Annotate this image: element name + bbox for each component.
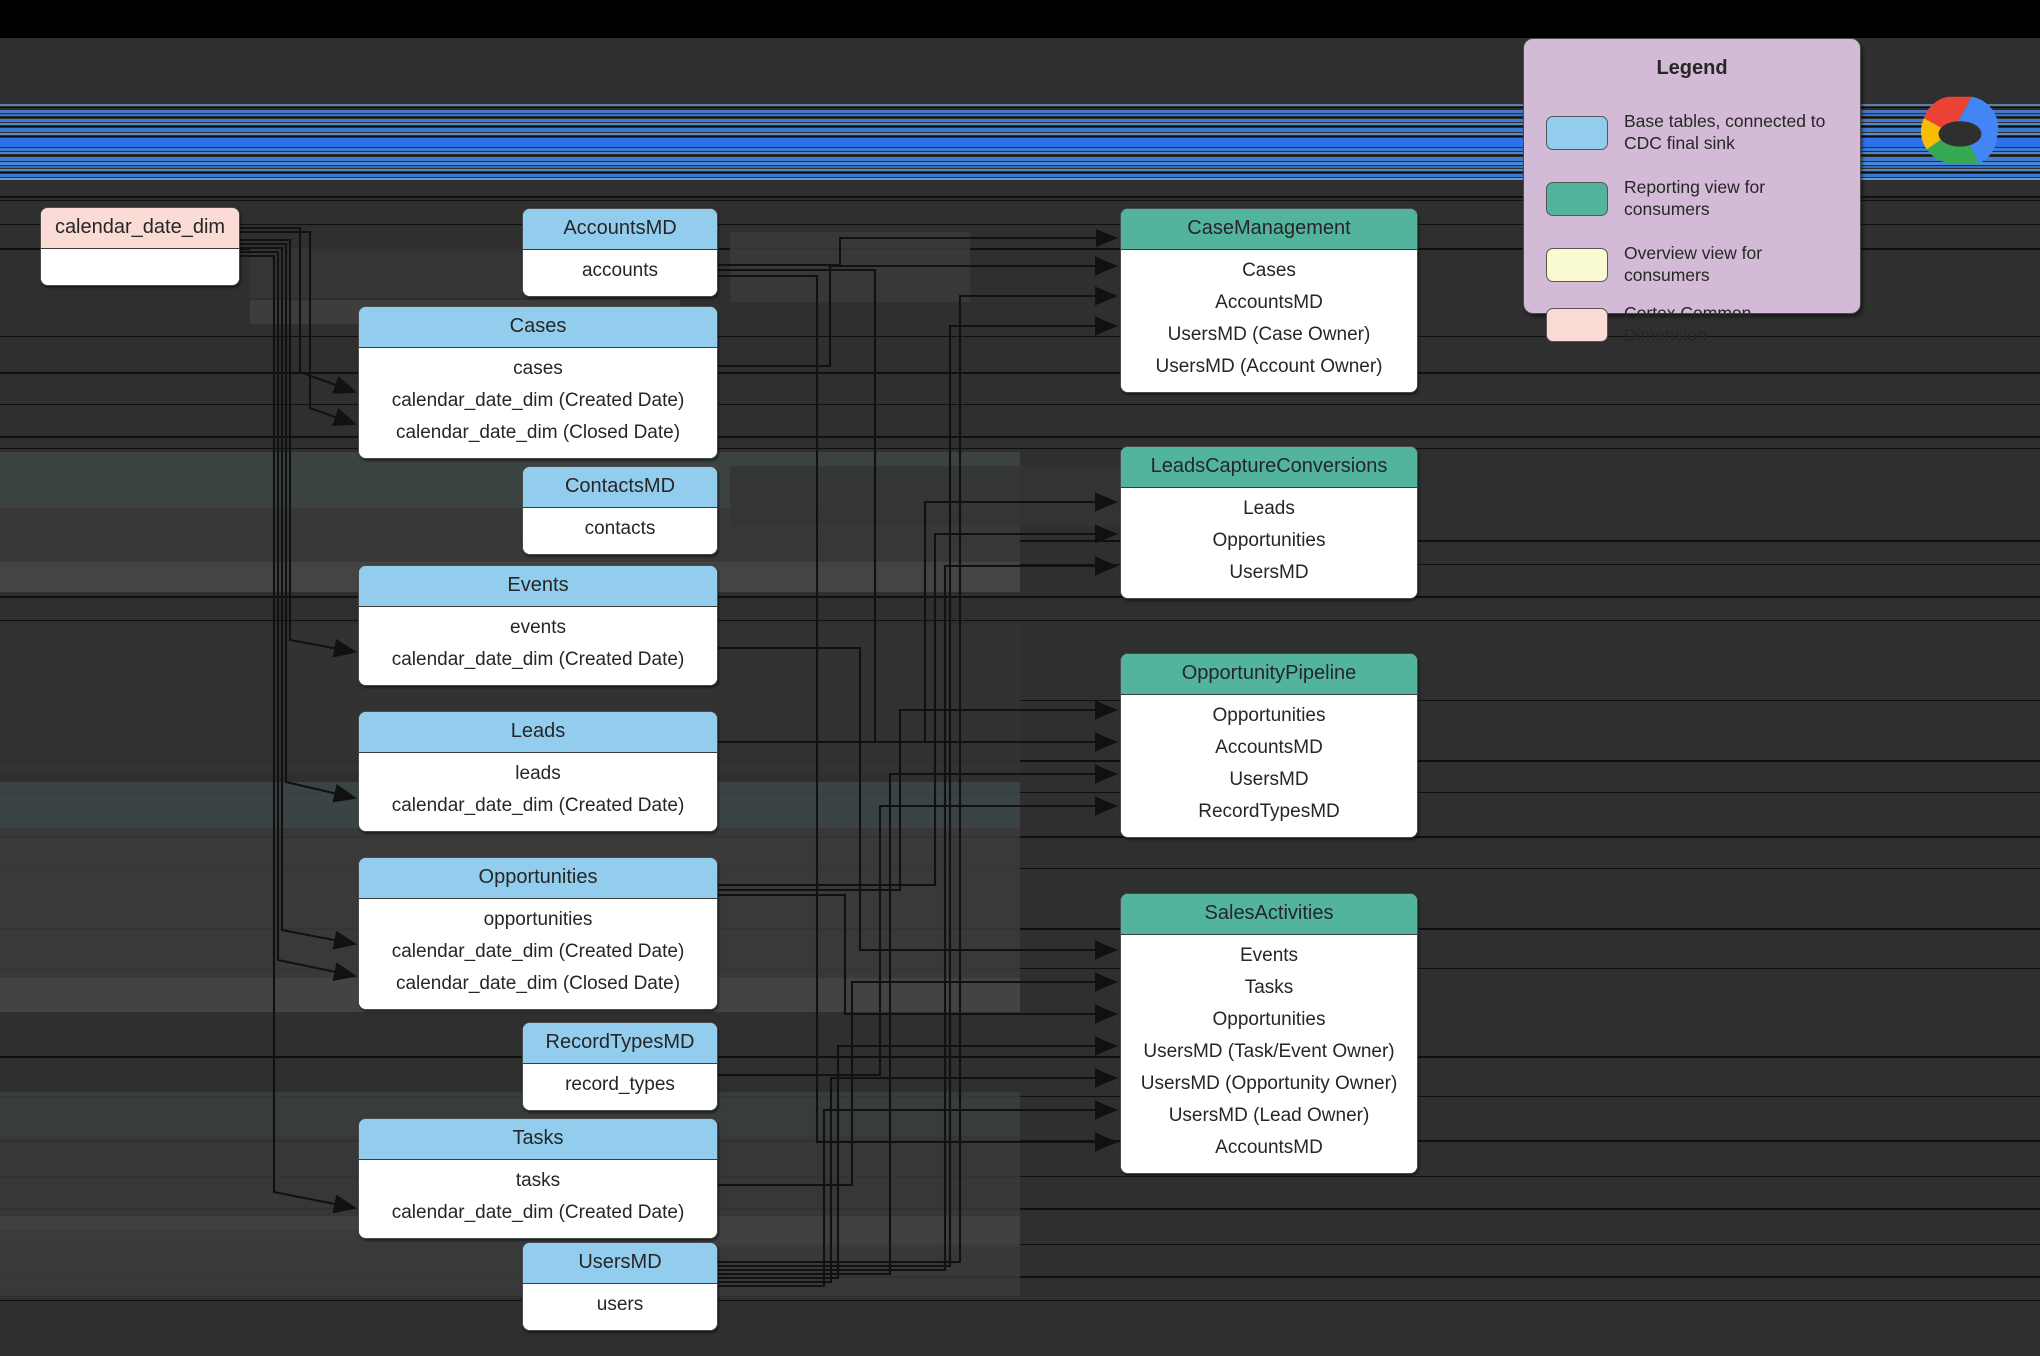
entity-node-calendar_date_dim[interactable]: calendar_date_dim [40, 207, 240, 286]
entity-row: events [510, 617, 566, 638]
entity-row: opportunities [483, 909, 593, 930]
entity-row: users [596, 1294, 644, 1315]
entity-row: AccountsMD [1215, 292, 1323, 313]
entity-row: calendar_date_dim (Closed Date) [395, 973, 681, 994]
entity-title: Opportunities [359, 858, 717, 899]
legend-label: Cortex Common Dimension [1624, 303, 1752, 345]
entity-row: calendar_date_dim (Closed Date) [395, 422, 681, 443]
entity-title: AccountsMD [523, 209, 717, 250]
entity-row: calendar_date_dim (Created Date) [391, 390, 685, 411]
entity-rows [41, 249, 239, 285]
legend-swatch [1546, 307, 1608, 342]
entity-row: UsersMD [1229, 562, 1309, 583]
legend-label: Base tables, connected to CDC final sink [1624, 111, 1826, 153]
legend-swatch [1546, 181, 1608, 216]
legend-swatch [1546, 247, 1608, 282]
legend-item: Cortex Common Dimension [1546, 303, 1846, 347]
entity-rows: opportunities calendar_date_dim (Created … [359, 899, 717, 1009]
entity-row: UsersMD (Case Owner) [1167, 324, 1371, 345]
entity-row: calendar_date_dim (Created Date) [391, 649, 685, 670]
entity-row: Events [1239, 945, 1299, 966]
entity-title: OpportunityPipeline [1121, 654, 1417, 695]
entity-title: Leads [359, 712, 717, 753]
legend-item: Base tables, connected to CDC final sink [1546, 111, 1846, 155]
entity-row: tasks [515, 1170, 561, 1191]
entity-row: cases [513, 358, 563, 379]
legend-swatch [1546, 115, 1608, 150]
legend-label: Overview view for consumers [1624, 243, 1763, 285]
entity-node-AccountsMD[interactable]: AccountsMD accounts [522, 208, 718, 297]
legend-title: Legend [1656, 57, 1728, 79]
entity-rows: contacts [523, 508, 717, 554]
entity-row: accounts [581, 260, 659, 281]
entity-rows: events calendar_date_dim (Created Date) [359, 607, 717, 685]
entity-row: AccountsMD [1215, 737, 1323, 758]
entity-title: Events [359, 566, 717, 607]
entity-title: RecordTypesMD [523, 1023, 717, 1064]
entity-row: Opportunities [1212, 530, 1326, 551]
entity-row: UsersMD (Account Owner) [1155, 356, 1383, 377]
legend-label: Reporting view for consumers [1624, 177, 1766, 219]
entity-node-RecordTypesMD[interactable]: RecordTypesMD record_types [522, 1022, 718, 1111]
entity-node-Events[interactable]: Events events calendar_date_dim (Created D… [358, 565, 718, 686]
entity-rows: tasks calendar_date_dim (Created Date) [359, 1160, 717, 1238]
entity-node-Tasks[interactable]: Tasks tasks calendar_date_dim (Created Dat… [358, 1118, 718, 1239]
legend-item: Reporting view for consumers [1546, 177, 1846, 221]
entity-node-Leads[interactable]: Leads leads calendar_date_dim (Created Dat… [358, 711, 718, 832]
entity-row: contacts [584, 518, 656, 539]
legend-panel: Legend Base tables, connected to CDC fin… [1523, 38, 1861, 345]
entity-row: Cases [1242, 260, 1296, 281]
entity-node-Opportunities[interactable]: Opportunities opportunities calendar_date_… [358, 857, 718, 1010]
entity-row: leads [515, 763, 561, 784]
entity-row: UsersMD (Lead Owner) [1168, 1105, 1370, 1126]
entity-title: Cases [359, 307, 717, 348]
legend-item: Overview view for consumers [1546, 243, 1846, 287]
entity-title: ContactsMD [523, 467, 717, 508]
entity-row: UsersMD (Task/Event Owner) [1143, 1041, 1395, 1062]
entity-title: Tasks [359, 1119, 717, 1160]
entity-row: RecordTypesMD [1198, 801, 1340, 822]
entity-node-UsersMD[interactable]: UsersMD users [522, 1242, 718, 1331]
entity-row: Opportunities [1212, 705, 1326, 726]
entity-row: Opportunities [1212, 1009, 1326, 1030]
entity-row: record_types [565, 1074, 675, 1095]
entity-row-empty [51, 254, 229, 276]
entity-title: calendar_date_dim [41, 208, 239, 249]
entity-row: calendar_date_dim (Created Date) [391, 1202, 685, 1223]
entity-node-ContactsMD[interactable]: ContactsMD contacts [522, 466, 718, 555]
entity-rows: accounts [523, 250, 717, 296]
entity-title: UsersMD [523, 1243, 717, 1284]
google-cloud-logo [1921, 96, 1999, 164]
entity-node-Cases[interactable]: Cases cases calendar_date_dim (Created Dat… [358, 306, 718, 459]
entity-row: AccountsMD [1215, 1137, 1323, 1158]
entity-rows: record_types [523, 1064, 717, 1110]
entity-title: SalesActivities [1121, 894, 1417, 935]
entity-title: LeadsCaptureConversions [1121, 447, 1417, 488]
entity-title: CaseManagement [1121, 209, 1417, 250]
entity-row: Tasks [1244, 977, 1294, 998]
entity-row: Leads [1243, 498, 1295, 519]
entity-row: UsersMD [1229, 769, 1309, 790]
entity-row: calendar_date_dim (Created Date) [391, 795, 685, 816]
entity-rows: users [523, 1284, 717, 1330]
entity-rows: cases calendar_date_dim (Created Date) cal… [359, 348, 717, 458]
entity-rows: leads calendar_date_dim (Created Date) [359, 753, 717, 831]
entity-row: calendar_date_dim (Created Date) [391, 941, 685, 962]
entity-row: UsersMD (Opportunity Owner) [1140, 1073, 1398, 1094]
